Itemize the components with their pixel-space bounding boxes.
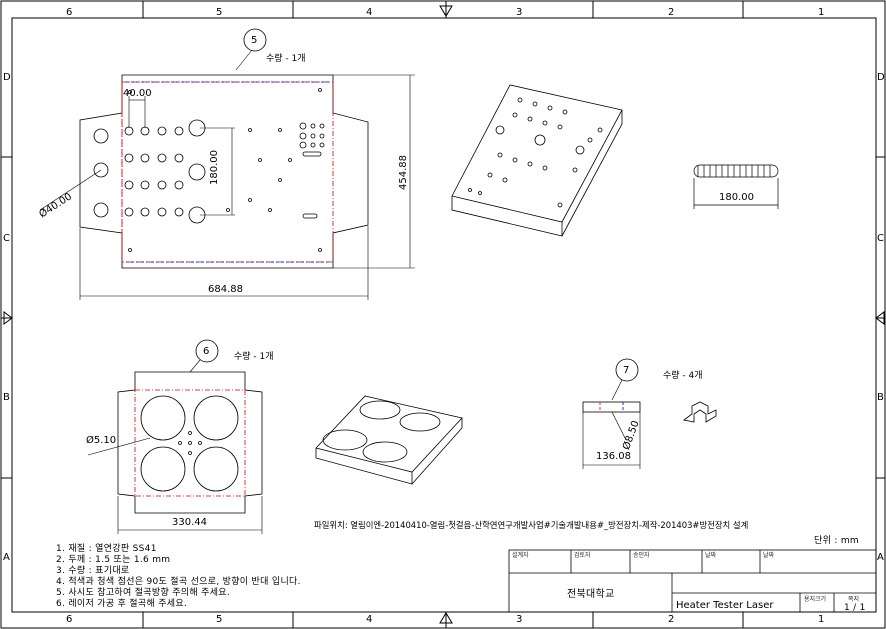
part7-flat-pattern <box>582 379 641 469</box>
spring-part <box>693 164 779 209</box>
title-header-approver: 승인자 <box>633 552 650 559</box>
title-header-date-2: 날짜 <box>763 552 775 559</box>
part6-dimension-lines <box>87 359 263 534</box>
part7-dim-width: 136.08 <box>596 451 631 462</box>
zone-bottom-1: 1 <box>818 614 825 625</box>
zone-left-c: C <box>3 233 10 244</box>
part5-dimension-lines <box>39 49 415 300</box>
part7-balloon-circle <box>615 358 639 382</box>
part5-dim-width-total: 684.88 <box>208 284 243 295</box>
zone-right-c: C <box>877 233 884 244</box>
part5-dim-height-inner: 180.00 <box>209 150 220 185</box>
zone-bottom-4: 4 <box>366 614 373 625</box>
zone-right-b: B <box>877 392 884 403</box>
zone-bottom-6: 6 <box>66 614 73 625</box>
part6-isometric <box>315 395 463 485</box>
note-3: 3. 수량 : 표기대로 <box>56 566 130 576</box>
file-path: 파일위치: 열림이엔-20140410-열림-첫걸음-산학연연구개발사업#기술개… <box>314 520 749 530</box>
part6-balloon-number: 6 <box>203 346 210 357</box>
part5-dim-height-total: 454.88 <box>398 155 409 190</box>
note-4: 4. 적색과 청색 점선은 90도 절곡 선으로, 방향이 반대 입니다. <box>56 577 301 587</box>
part5-balloon-circle <box>243 28 267 52</box>
zone-top-2: 2 <box>668 7 675 18</box>
spring-dim: 180.00 <box>719 192 754 203</box>
zone-top-5: 5 <box>216 7 223 18</box>
part6-dim-width: 330.44 <box>172 517 207 528</box>
note-5: 5. 사시도 참고하여 절곡방향 주의해 주세요. <box>56 588 231 598</box>
zone-bottom-2: 2 <box>668 614 675 625</box>
part5-isometric <box>451 84 623 237</box>
sheet-border-inner <box>11 17 877 613</box>
note-2: 2. 두께 : 1.5 또는 1.6 mm <box>56 555 171 565</box>
zone-top-6: 6 <box>66 7 73 18</box>
part5-quantity: 수량 - 1개 <box>266 54 306 64</box>
part5-balloon-number: 5 <box>251 35 258 46</box>
zone-left-d: D <box>3 72 11 83</box>
part5-dim-spacing: 40.00 <box>123 88 152 99</box>
zone-right-a: A <box>877 552 884 563</box>
title-size-label: 용지크기 <box>804 596 827 603</box>
title-sheet-number: 1 / 1 <box>844 603 866 613</box>
title-header-checker: 검토자 <box>574 552 591 559</box>
title-company: 전북대학교 <box>567 589 615 600</box>
title-header-designer: 설계자 <box>512 552 529 559</box>
zone-top-3: 3 <box>516 7 523 18</box>
title-block <box>508 549 877 613</box>
zone-right-d: D <box>877 72 885 83</box>
part6-flat-pattern <box>117 371 263 514</box>
title-drawing-name: Heater Tester Laser <box>676 600 774 611</box>
zone-top-1: 1 <box>818 7 825 18</box>
zone-left-b: B <box>3 392 10 403</box>
title-sheet-label: 쪽지 <box>848 596 860 603</box>
note-6: 6. 레이저 가공 후 절곡해 주세요. <box>56 599 188 609</box>
part7-isometric <box>683 401 717 423</box>
part7-quantity: 수량 - 4개 <box>663 371 703 381</box>
part7-balloon-number: 7 <box>623 365 630 376</box>
zone-bottom-5: 5 <box>216 614 223 625</box>
part6-quantity: 수량 - 1개 <box>234 352 274 362</box>
part5-flat-pattern <box>79 74 369 269</box>
zone-bottom-3: 3 <box>516 614 523 625</box>
note-1: 1. 재질 : 열연강판 SS41 <box>56 544 157 554</box>
zone-top-4: 4 <box>366 7 373 18</box>
part6-balloon-circle <box>195 339 219 363</box>
zone-left-a: A <box>3 552 10 563</box>
title-header-date-1: 날짜 <box>705 552 717 559</box>
part6-dim-hole-dia: Ø5.10 <box>86 435 117 446</box>
unit-label: 단위 : mm <box>814 536 859 546</box>
